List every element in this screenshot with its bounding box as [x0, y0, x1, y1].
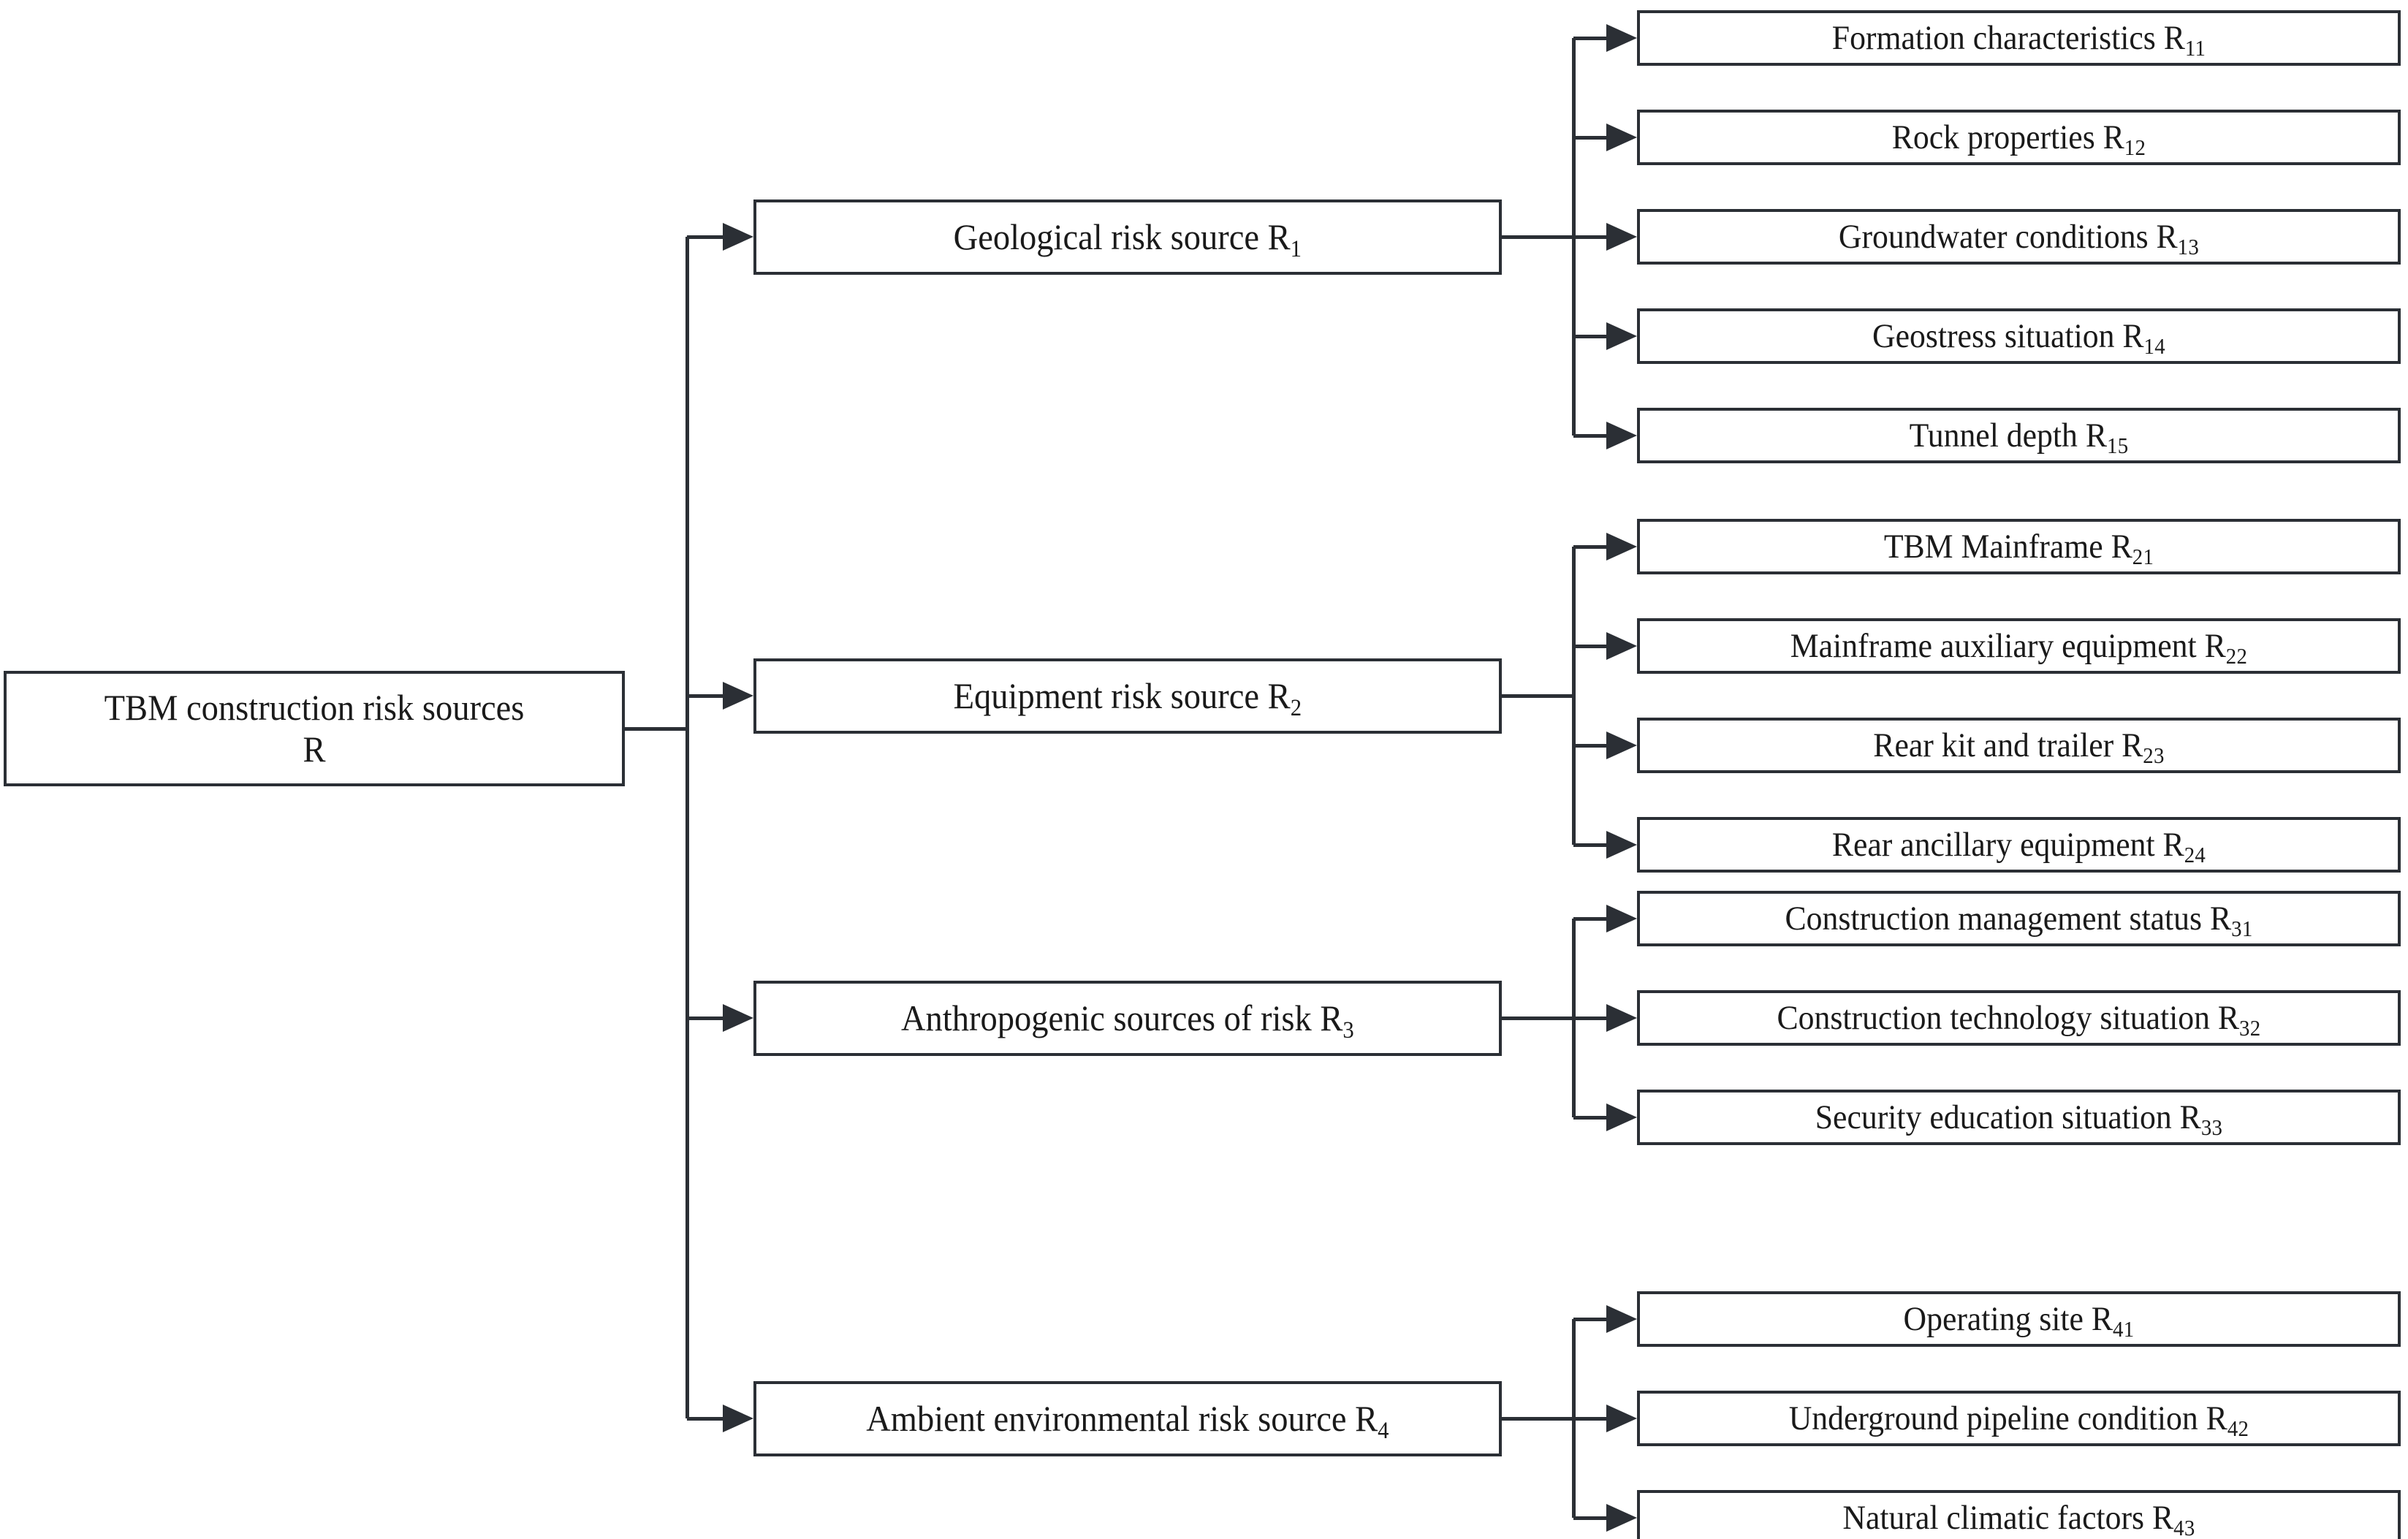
- leaf-branch-arrow-R12: [1606, 123, 1637, 151]
- root-branch-line-R3: [687, 1016, 723, 1020]
- leaf-node-R12[interactable]: Rock properties R12: [1637, 110, 2401, 165]
- level2-node-R2-label: Equipment risk source R2: [953, 674, 1302, 721]
- group-stem-line-R1: [1502, 235, 1573, 239]
- leaf-branch-line-R43: [1573, 1516, 1606, 1520]
- root-branch-arrow-R1: [723, 223, 753, 251]
- root-branch-arrow-R3: [723, 1004, 753, 1032]
- leaf-node-R15[interactable]: Tunnel depth R15: [1637, 408, 2401, 463]
- group-trunk-line-R2: [1572, 547, 1576, 845]
- leaf-node-R32-label: Construction technology situation R32: [1777, 998, 2261, 1041]
- leaf-node-R12-label: Rock properties R12: [1891, 118, 2146, 161]
- leaf-branch-line-R41: [1573, 1318, 1606, 1321]
- level2-node-R4-label: Ambient environmental risk source R4: [866, 1397, 1389, 1444]
- leaf-node-R23-label: Rear kit and trailer R23: [1873, 726, 2165, 769]
- level2-node-R4[interactable]: Ambient environmental risk source R4: [753, 1381, 1502, 1456]
- leaf-node-R11[interactable]: Formation characteristics R11: [1637, 10, 2401, 66]
- leaf-node-R41[interactable]: Operating site R41: [1637, 1291, 2401, 1347]
- leaf-branch-arrow-R22: [1606, 632, 1637, 660]
- leaf-branch-arrow-R24: [1606, 831, 1637, 859]
- leaf-branch-arrow-R11: [1606, 24, 1637, 52]
- leaf-branch-line-R42: [1573, 1417, 1606, 1421]
- leaf-node-R13[interactable]: Groundwater conditions R13: [1637, 209, 2401, 265]
- leaf-node-R23[interactable]: Rear kit and trailer R23: [1637, 718, 2401, 773]
- leaf-node-R43-label: Natural climatic factors R43: [1842, 1498, 2195, 1539]
- leaf-node-R13-label: Groundwater conditions R13: [1838, 217, 2200, 260]
- level2-node-R2[interactable]: Equipment risk source R2: [753, 658, 1502, 734]
- leaf-node-R22-label: Mainframe auxiliary equipment R22: [1790, 626, 2248, 669]
- leaf-branch-arrow-R23: [1606, 732, 1637, 759]
- leaf-branch-arrow-R33: [1606, 1103, 1637, 1131]
- leaf-node-R21[interactable]: TBM Mainframe R21: [1637, 519, 2401, 574]
- root-branch-arrow-R2: [723, 682, 753, 710]
- leaf-node-R31[interactable]: Construction management status R31: [1637, 891, 2401, 946]
- leaf-node-R41-label: Operating site R41: [1903, 1299, 2135, 1342]
- leaf-node-R22[interactable]: Mainframe auxiliary equipment R22: [1637, 618, 2401, 674]
- root-node-label: TBM construction risk sources R: [104, 686, 525, 770]
- leaf-node-R43[interactable]: Natural climatic factors R43: [1637, 1490, 2401, 1539]
- leaf-node-R42-label: Underground pipeline condition R42: [1788, 1399, 2249, 1442]
- leaf-node-R33-label: Security education situation R33: [1815, 1098, 2223, 1141]
- leaf-node-R24[interactable]: Rear ancillary equipment R24: [1637, 817, 2401, 873]
- root-branch-line-R1: [687, 235, 723, 239]
- leaf-node-R21-label: TBM Mainframe R21: [1883, 527, 2154, 570]
- leaf-branch-line-R21: [1573, 545, 1606, 549]
- leaf-branch-line-R13: [1573, 235, 1606, 239]
- level2-node-R1-label: Geological risk source R1: [953, 216, 1302, 262]
- root-branch-arrow-R4: [723, 1405, 753, 1432]
- leaf-node-R11-label: Formation characteristics R11: [1831, 18, 2206, 61]
- root-stem-line: [625, 727, 687, 731]
- leaf-node-R14-label: Geostress situation R14: [1872, 316, 2165, 360]
- leaf-node-R14[interactable]: Geostress situation R14: [1637, 308, 2401, 364]
- leaf-node-R42[interactable]: Underground pipeline condition R42: [1637, 1391, 2401, 1446]
- leaf-branch-arrow-R14: [1606, 322, 1637, 350]
- leaf-branch-line-R23: [1573, 744, 1606, 748]
- group-stem-line-R2: [1502, 694, 1573, 698]
- leaf-branch-arrow-R42: [1606, 1405, 1637, 1432]
- leaf-branch-line-R12: [1573, 136, 1606, 140]
- leaf-node-R33[interactable]: Security education situation R33: [1637, 1090, 2401, 1145]
- leaf-branch-line-R31: [1573, 917, 1606, 921]
- leaf-branch-arrow-R15: [1606, 422, 1637, 449]
- level2-node-R3[interactable]: Anthropogenic sources of risk R3: [753, 981, 1502, 1056]
- leaf-branch-line-R11: [1573, 37, 1606, 40]
- leaf-branch-line-R33: [1573, 1116, 1606, 1120]
- level2-node-R1[interactable]: Geological risk source R1: [753, 200, 1502, 275]
- leaf-branch-line-R24: [1573, 843, 1606, 847]
- leaf-branch-line-R14: [1573, 335, 1606, 338]
- level2-node-R3-label: Anthropogenic sources of risk R3: [900, 997, 1355, 1044]
- root-branch-line-R2: [687, 694, 723, 698]
- leaf-branch-line-R22: [1573, 645, 1606, 648]
- leaf-branch-line-R32: [1573, 1016, 1606, 1020]
- leaf-branch-arrow-R21: [1606, 533, 1637, 560]
- leaf-branch-arrow-R41: [1606, 1305, 1637, 1333]
- leaf-branch-arrow-R13: [1606, 223, 1637, 251]
- leaf-node-R15-label: Tunnel depth R15: [1909, 416, 2129, 459]
- leaf-node-R31-label: Construction management status R31: [1785, 899, 2253, 942]
- root-node[interactable]: TBM construction risk sources R: [4, 671, 625, 786]
- leaf-branch-arrow-R43: [1606, 1504, 1637, 1532]
- leaf-node-R32[interactable]: Construction technology situation R32: [1637, 990, 2401, 1046]
- root-trunk-line: [685, 237, 689, 1418]
- leaf-branch-line-R15: [1573, 434, 1606, 438]
- leaf-branch-arrow-R31: [1606, 905, 1637, 932]
- root-branch-line-R4: [687, 1417, 723, 1421]
- group-stem-line-R4: [1502, 1417, 1573, 1421]
- group-stem-line-R3: [1502, 1016, 1573, 1020]
- leaf-branch-arrow-R32: [1606, 1004, 1637, 1032]
- leaf-node-R24-label: Rear ancillary equipment R24: [1831, 825, 2206, 868]
